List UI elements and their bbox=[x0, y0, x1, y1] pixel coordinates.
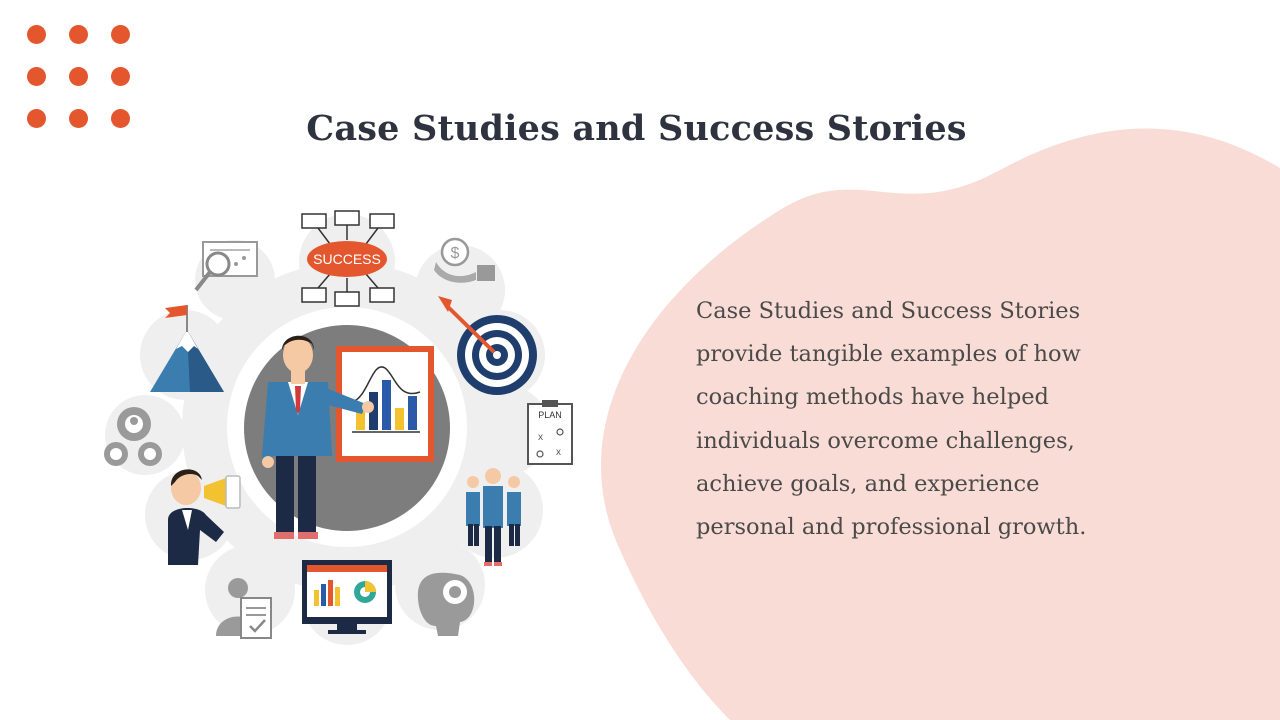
search-chart-icon bbox=[194, 241, 258, 292]
dot bbox=[111, 25, 130, 44]
gears-people-icon bbox=[104, 407, 162, 466]
plan-clipboard-icon: PLAN x x bbox=[527, 400, 573, 465]
body-line: Case Studies and Success Stories bbox=[696, 298, 1081, 324]
dollar-hand-icon: $ bbox=[434, 237, 495, 283]
monitor-chart-icon bbox=[302, 560, 392, 634]
mountain-flag-icon bbox=[150, 305, 224, 392]
body-line: achieve goals, and experience bbox=[696, 470, 1040, 497]
body-paragraph: Case Studies and Success Stories provide… bbox=[696, 290, 1116, 549]
svg-text:x: x bbox=[538, 432, 543, 443]
svg-text:x: x bbox=[556, 447, 561, 458]
page-title: Case Studies and Success Stories bbox=[306, 108, 967, 149]
reviewer-document-icon bbox=[216, 578, 272, 639]
presenter-icon bbox=[262, 335, 374, 539]
megaphone-person-icon bbox=[168, 469, 241, 565]
team-icon bbox=[466, 468, 521, 566]
body-line: individuals overcome challenges, bbox=[696, 427, 1075, 454]
body-line: coaching methods have helped bbox=[696, 384, 1049, 411]
body-line: personal and professional growth. bbox=[696, 514, 1087, 541]
success-flowchart-icon bbox=[301, 210, 395, 307]
success-badge-label: SUCCESS bbox=[313, 251, 381, 267]
dot bbox=[27, 109, 46, 128]
coaching-illustration: SUCCESS $ bbox=[104, 210, 573, 645]
dot bbox=[111, 109, 130, 128]
svg-text:$: $ bbox=[451, 245, 460, 262]
dot bbox=[69, 67, 88, 86]
dot bbox=[27, 67, 46, 86]
body-line: provide tangible examples of how bbox=[696, 341, 1081, 368]
gear-head-icon bbox=[417, 572, 475, 636]
dot bbox=[69, 109, 88, 128]
dot bbox=[111, 67, 130, 86]
decorative-dot-grid bbox=[27, 25, 139, 137]
dot bbox=[27, 25, 46, 44]
target-arrow-icon bbox=[438, 296, 537, 395]
dot bbox=[69, 25, 88, 44]
plan-label: PLAN bbox=[538, 410, 562, 420]
